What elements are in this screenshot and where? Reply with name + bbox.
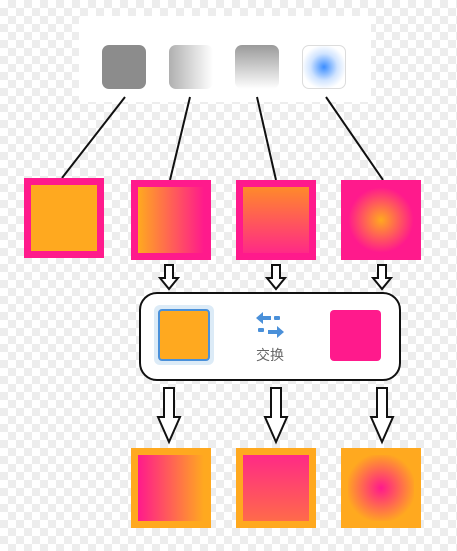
horizontal-gradient-swatch[interactable] (169, 45, 213, 89)
vertical-gradient-preview (236, 180, 316, 260)
connector-line-linear-v (256, 96, 277, 181)
secondary-color-swatch[interactable] (330, 310, 381, 361)
swap-arrows-icon[interactable] (254, 309, 286, 341)
down-arrow-small-2 (264, 264, 288, 291)
connector-line-radial (325, 96, 384, 181)
down-arrow-large-1 (156, 387, 182, 445)
down-arrow-large-3 (369, 387, 395, 445)
radial-gradient-swapped (341, 448, 421, 528)
down-arrow-small-1 (157, 264, 181, 291)
connector-line-linear-h (169, 96, 191, 181)
radial-gradient-preview (341, 180, 421, 260)
connector-line-solid (61, 96, 126, 179)
swap-label[interactable]: 交换 (256, 348, 284, 364)
down-arrow-large-2 (263, 387, 289, 445)
solid-fill-swatch[interactable] (102, 45, 146, 89)
primary-color-slot[interactable] (154, 305, 214, 365)
down-arrow-small-3 (370, 264, 394, 291)
horizontal-gradient-swapped (131, 448, 211, 528)
vertical-gradient-swatch[interactable] (235, 45, 279, 89)
solid-fill-preview (24, 178, 104, 258)
vertical-gradient-swapped (236, 448, 316, 528)
radial-gradient-swatch[interactable] (302, 45, 346, 89)
primary-color-swatch[interactable] (158, 309, 210, 361)
horizontal-gradient-preview (131, 180, 211, 260)
